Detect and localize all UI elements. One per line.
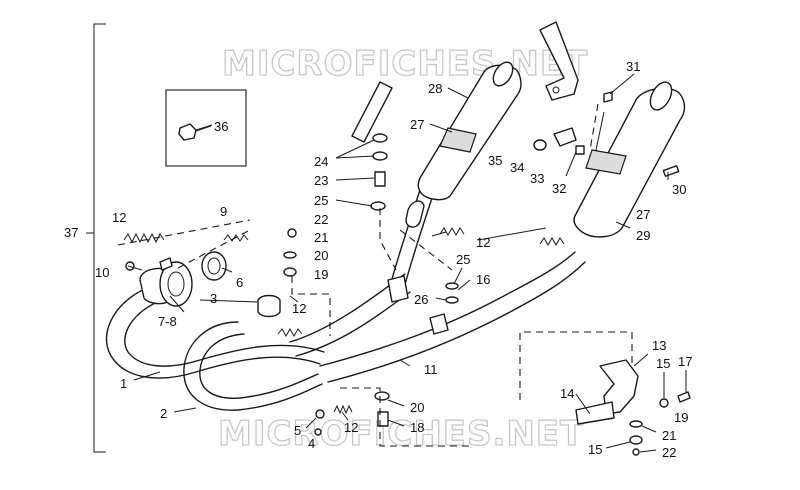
callout-10: 10 xyxy=(95,265,109,280)
callout-20-right: 21 xyxy=(662,428,676,443)
callout-labels: 37 36 28 27 24 23 25 22 21 20 19 12 9 10… xyxy=(64,59,692,460)
callout-18: 18 xyxy=(410,420,424,435)
hardware xyxy=(283,81,680,436)
callout-21-left: 21 xyxy=(314,230,328,245)
callout-25-top: 25 xyxy=(314,193,328,208)
callout-12-top-left: 12 xyxy=(112,210,126,225)
callout-22-right: 15 xyxy=(588,442,602,457)
dashed-guides xyxy=(117,103,633,447)
callout-2: 2 xyxy=(160,406,167,421)
callout-36: 36 xyxy=(214,119,228,134)
callout-12-mid: 12 xyxy=(292,301,306,316)
callout-3: 3 xyxy=(210,291,217,306)
header-pipe-2 xyxy=(183,321,323,411)
callout-12-bottom: 12 xyxy=(344,420,358,435)
callout-19-left: 19 xyxy=(314,267,328,282)
callout-30: 30 xyxy=(672,182,686,197)
callout-7-8: 7-8 xyxy=(158,314,177,329)
flange-parts xyxy=(125,251,281,318)
callout-13: 13 xyxy=(652,338,666,353)
leader-lines xyxy=(127,73,687,453)
callout-15-right: 15 xyxy=(656,356,670,371)
rising-pipes xyxy=(387,189,435,303)
callout-16: 17 xyxy=(678,354,692,369)
callout-17: 19 xyxy=(674,410,688,425)
header-pipe-1 xyxy=(105,285,325,379)
muffler-right xyxy=(573,81,686,238)
callout-19-bottom: 20 xyxy=(410,400,424,415)
callout-5: 5 xyxy=(294,423,301,438)
callout-37: 37 xyxy=(64,225,78,240)
callout-15-mid: 16 xyxy=(476,272,490,287)
callout-34: 34 xyxy=(510,160,524,175)
callout-33: 33 xyxy=(530,171,544,186)
callout-25-mid: 25 xyxy=(456,252,470,267)
callout-23: 23 xyxy=(314,173,328,188)
side-bracket xyxy=(575,359,691,456)
collector-pipe xyxy=(289,251,586,383)
muffler-bracket xyxy=(539,21,579,101)
inset-box xyxy=(165,89,247,167)
callout-14: 14 xyxy=(560,386,574,401)
callout-21-right: 22 xyxy=(662,445,676,460)
callout-4: 4 xyxy=(308,436,315,451)
callout-20-left: 20 xyxy=(314,248,328,263)
callout-9: 9 xyxy=(220,204,227,219)
callout-1: 1 xyxy=(120,376,127,391)
callout-6: 6 xyxy=(236,275,243,290)
callout-27-left: 27 xyxy=(410,117,424,132)
callout-32: 32 xyxy=(552,181,566,196)
callout-28: 28 xyxy=(428,81,442,96)
springs xyxy=(123,226,565,415)
watermark-top: MICROFICHES.NET xyxy=(222,44,588,84)
assembly-bracket xyxy=(86,23,106,453)
muffler-left xyxy=(417,61,522,201)
callout-31: 31 xyxy=(626,59,640,74)
callout-26: 26 xyxy=(414,292,428,307)
callout-35: 35 xyxy=(488,153,502,168)
callout-22-left: 22 xyxy=(314,212,328,227)
callout-29: 29 xyxy=(636,228,650,243)
callout-12-right: 12 xyxy=(476,235,490,250)
callout-27-right: 27 xyxy=(636,207,650,222)
watermark-bottom: MICROFICHES.NET xyxy=(218,414,584,454)
callout-11: 11 xyxy=(424,362,438,377)
callout-24: 24 xyxy=(314,154,328,169)
